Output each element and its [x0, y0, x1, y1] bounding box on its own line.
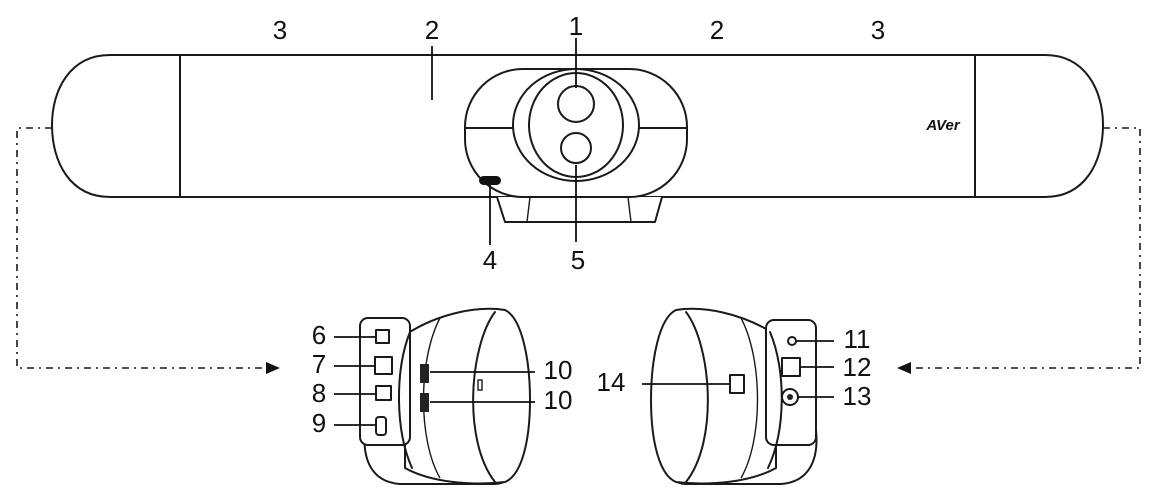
- power-jack-center-icon: [787, 394, 793, 400]
- callout-6: 6: [312, 320, 326, 350]
- secondary-lens: [560, 132, 592, 164]
- main-lens: [557, 85, 595, 123]
- callout-2-left: 2: [425, 15, 439, 45]
- callout-14: 14: [597, 367, 626, 397]
- callout-11: 11: [844, 324, 871, 354]
- right-side-body: [650, 307, 777, 485]
- camera-stand: [496, 196, 663, 223]
- right-side-view: [650, 307, 818, 485]
- callout-4: 4: [483, 245, 497, 275]
- callout-3-right: 3: [871, 15, 885, 45]
- arrow-left-icon: [897, 362, 911, 374]
- camera-bar-front-view: AVer: [51, 54, 1104, 223]
- left-leader-lines: [334, 336, 535, 426]
- usb-a-port-upper-icon: [420, 364, 429, 383]
- left-side-view: [359, 307, 531, 485]
- stand-line-left: [526, 196, 531, 223]
- connector-right: [897, 127, 1141, 374]
- callout-2-right: 2: [710, 15, 724, 45]
- brand-logo: AVer: [925, 117, 961, 134]
- callout-10-lower: 10: [544, 385, 573, 415]
- callout-9: 9: [312, 408, 326, 438]
- left-bezel-outer: [398, 331, 413, 469]
- stand-line-right: [627, 196, 632, 223]
- left-bezel-inner: [472, 311, 496, 483]
- callout-8: 8: [312, 378, 326, 408]
- callout-7: 7: [312, 349, 326, 379]
- usb-a-port-lower-icon: [420, 393, 429, 412]
- callout-5: 5: [571, 245, 585, 275]
- right-bezel-mid: [740, 317, 759, 479]
- top-leader-lines: [431, 38, 577, 245]
- right-end-cap: [974, 54, 1104, 198]
- right-leader-lines: [642, 340, 834, 398]
- callout-10-upper: 10: [544, 355, 573, 385]
- indicator-light: [479, 176, 501, 185]
- usb-b-port-icon: [375, 385, 392, 401]
- right-port-panel: [765, 319, 817, 446]
- callout-12: 12: [843, 352, 872, 382]
- arrow-right-icon: [266, 362, 280, 374]
- small-slot-icon: [477, 379, 483, 391]
- left-port-panel: [359, 317, 411, 446]
- connector-left: [16, 127, 280, 374]
- left-side-body: [404, 307, 531, 485]
- left-end-cap: [51, 54, 181, 198]
- callout-3-left: 3: [273, 15, 287, 45]
- callout-1: 1: [569, 11, 583, 41]
- hdmi-port-icon: [375, 416, 387, 436]
- callout-13: 13: [843, 381, 872, 411]
- right-bezel-inner: [685, 311, 709, 483]
